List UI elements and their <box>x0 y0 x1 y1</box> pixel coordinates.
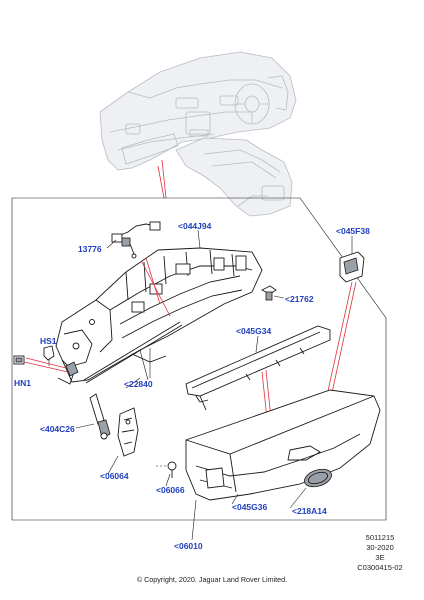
label-404C26: <404C26 <box>40 424 75 434</box>
glovebox-carrier-044J94 <box>55 247 263 385</box>
harness-13776 <box>111 221 161 259</box>
label-06064: <06064 <box>100 471 129 481</box>
glovebox-bin-045G36 <box>185 389 381 501</box>
info-line-1: 5011215 <box>366 533 395 542</box>
info-line-2: 30-2020 <box>366 543 394 552</box>
dashboard-illustration <box>99 51 297 217</box>
info-line-3: 3E <box>375 553 384 562</box>
screw-21762 <box>260 285 277 301</box>
screw-06066 <box>156 461 177 478</box>
diagram-info: 5011215 30-2020 3E C0300415-02 <box>357 533 402 572</box>
label-13776: 13776 <box>78 244 102 254</box>
info-line-4: C0300415-02 <box>357 563 402 572</box>
copyright-text: © Copyright, 2020. Jaguar Land Rover Lim… <box>137 575 287 584</box>
bracket-06064 <box>117 407 139 457</box>
switch-045F38 <box>339 251 365 283</box>
label-045F38: <045F38 <box>336 226 370 236</box>
label-06066: <06066 <box>156 485 185 495</box>
label-218A14: <218A14 <box>292 506 327 516</box>
label-045G36: <045G36 <box>232 502 267 512</box>
liner-045G34 <box>185 325 331 411</box>
clip-HS1 <box>43 345 55 366</box>
label-045G34: <045G34 <box>236 326 271 336</box>
label-06010: <06010 <box>174 541 203 551</box>
assembly-frame <box>11 197 387 521</box>
badge-218A14 <box>304 468 332 488</box>
label-21762: <21762 <box>285 294 314 304</box>
damper-404C26 <box>89 393 111 440</box>
label-HN1: HN1 <box>14 378 31 388</box>
rod-22840 <box>83 321 183 384</box>
label-HS1: HS1 <box>40 336 57 346</box>
label-044J94: <044J94 <box>178 221 212 231</box>
label-22840: <22840 <box>124 379 153 389</box>
clip-HN1 <box>13 355 25 365</box>
